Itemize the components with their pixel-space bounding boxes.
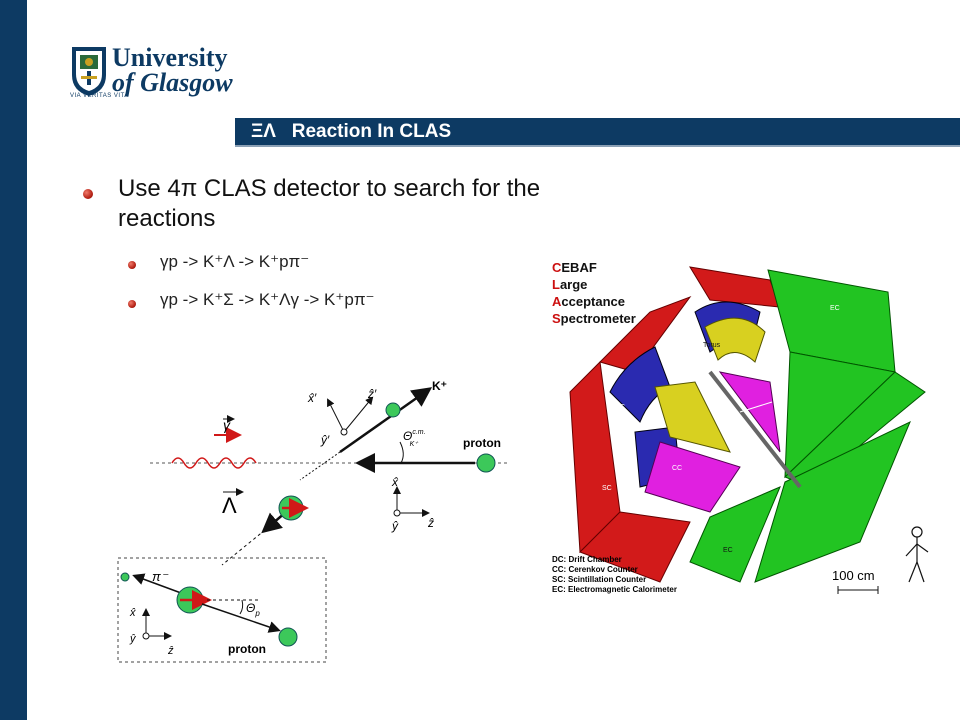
slide-title: ΞΛ Reaction In CLAS	[251, 121, 452, 142]
theta-cm-label: Θc.m.K⁺	[403, 429, 426, 448]
decay-proton-particle	[278, 627, 298, 647]
target-proton-label: proton	[463, 436, 501, 450]
acronym-line-1: CEBAF	[552, 260, 597, 275]
person-scale-icon	[905, 526, 929, 583]
main-bullet-text: Use 4π CLAS detector to search for the r…	[118, 175, 541, 232]
zhat-prime-label: ẑ′	[367, 387, 377, 401]
theta-p-label: Θp	[246, 601, 260, 618]
decay-proton-label: proton	[228, 642, 266, 656]
yhat-prime-label: ŷ′	[320, 433, 330, 447]
decay-xhat-label: x̂	[129, 607, 136, 619]
legend-cc: CC: Cerenkov Counter	[552, 565, 638, 574]
ec-label-top: EC	[830, 305, 840, 312]
decay-yhat-label: ŷ	[129, 633, 137, 645]
bullet-icon	[128, 261, 136, 269]
sub-bullet-1: γp -> K⁺Λ -> K⁺pπ⁻	[160, 252, 310, 271]
cc-label: CC	[672, 465, 682, 472]
ec-label-bottom: EC	[723, 547, 733, 554]
acronym-line-4: Spectrometer	[552, 311, 636, 326]
dc-label: DC	[615, 404, 625, 411]
kplus-label: K⁺	[432, 379, 447, 393]
xhat-prime-label: x̂′	[307, 391, 317, 405]
sub-bullet-2: γp -> K⁺Σ -> K⁺Λγ -> K⁺pπ⁻	[160, 290, 375, 309]
left-accent-bar	[0, 0, 27, 720]
legend-dc: DC: Drift Chamber	[552, 555, 622, 564]
logo-wordmark: University of Glasgow	[112, 43, 233, 97]
bullet-icon	[83, 189, 93, 199]
target-proton	[476, 453, 496, 473]
scale-label: 100 cm	[832, 568, 875, 583]
logo-motto: VIA VERITAS VITA	[70, 93, 129, 99]
legend-sc: SC: Scintillation Counter	[552, 575, 646, 584]
pi-minus-particle	[120, 572, 130, 582]
zhat-label: ẑ	[427, 516, 434, 530]
sc-label: SC	[602, 485, 612, 492]
decay-zhat-label: ẑ	[167, 645, 174, 657]
yhat-label: ŷ	[391, 519, 399, 533]
gamma-label: γ	[223, 417, 231, 433]
legend-ec: EC: Electromagnetic Calorimeter	[552, 585, 677, 594]
clas-detector-diagram: CEBAF Large Acceptance Spectrometer EC T…	[552, 260, 929, 594]
torus-label: Torus	[703, 342, 721, 349]
lambda-label: Λ	[222, 493, 237, 518]
pi-minus-label: π⁻	[152, 569, 169, 584]
acronym-line-3: Acceptance	[552, 294, 625, 309]
acronym-line-2: Large	[552, 277, 587, 292]
bullet-icon	[128, 300, 136, 308]
xhat-label: x̂	[391, 475, 399, 489]
university-logo: University of Glasgow VIA VERITAS VITA	[70, 45, 240, 100]
decay-frame-box	[117, 557, 327, 663]
slide-title-bar: ΞΛ Reaction In CLAS	[235, 118, 960, 147]
kinematics-diagram: γ proton K⁺ x̂′ ẑ′ ŷ′ Θc.m.K⁺ x̂ ŷ ẑ Λ π…	[117, 379, 510, 663]
crest-icon	[72, 47, 106, 96]
kplus-particle	[385, 402, 401, 418]
